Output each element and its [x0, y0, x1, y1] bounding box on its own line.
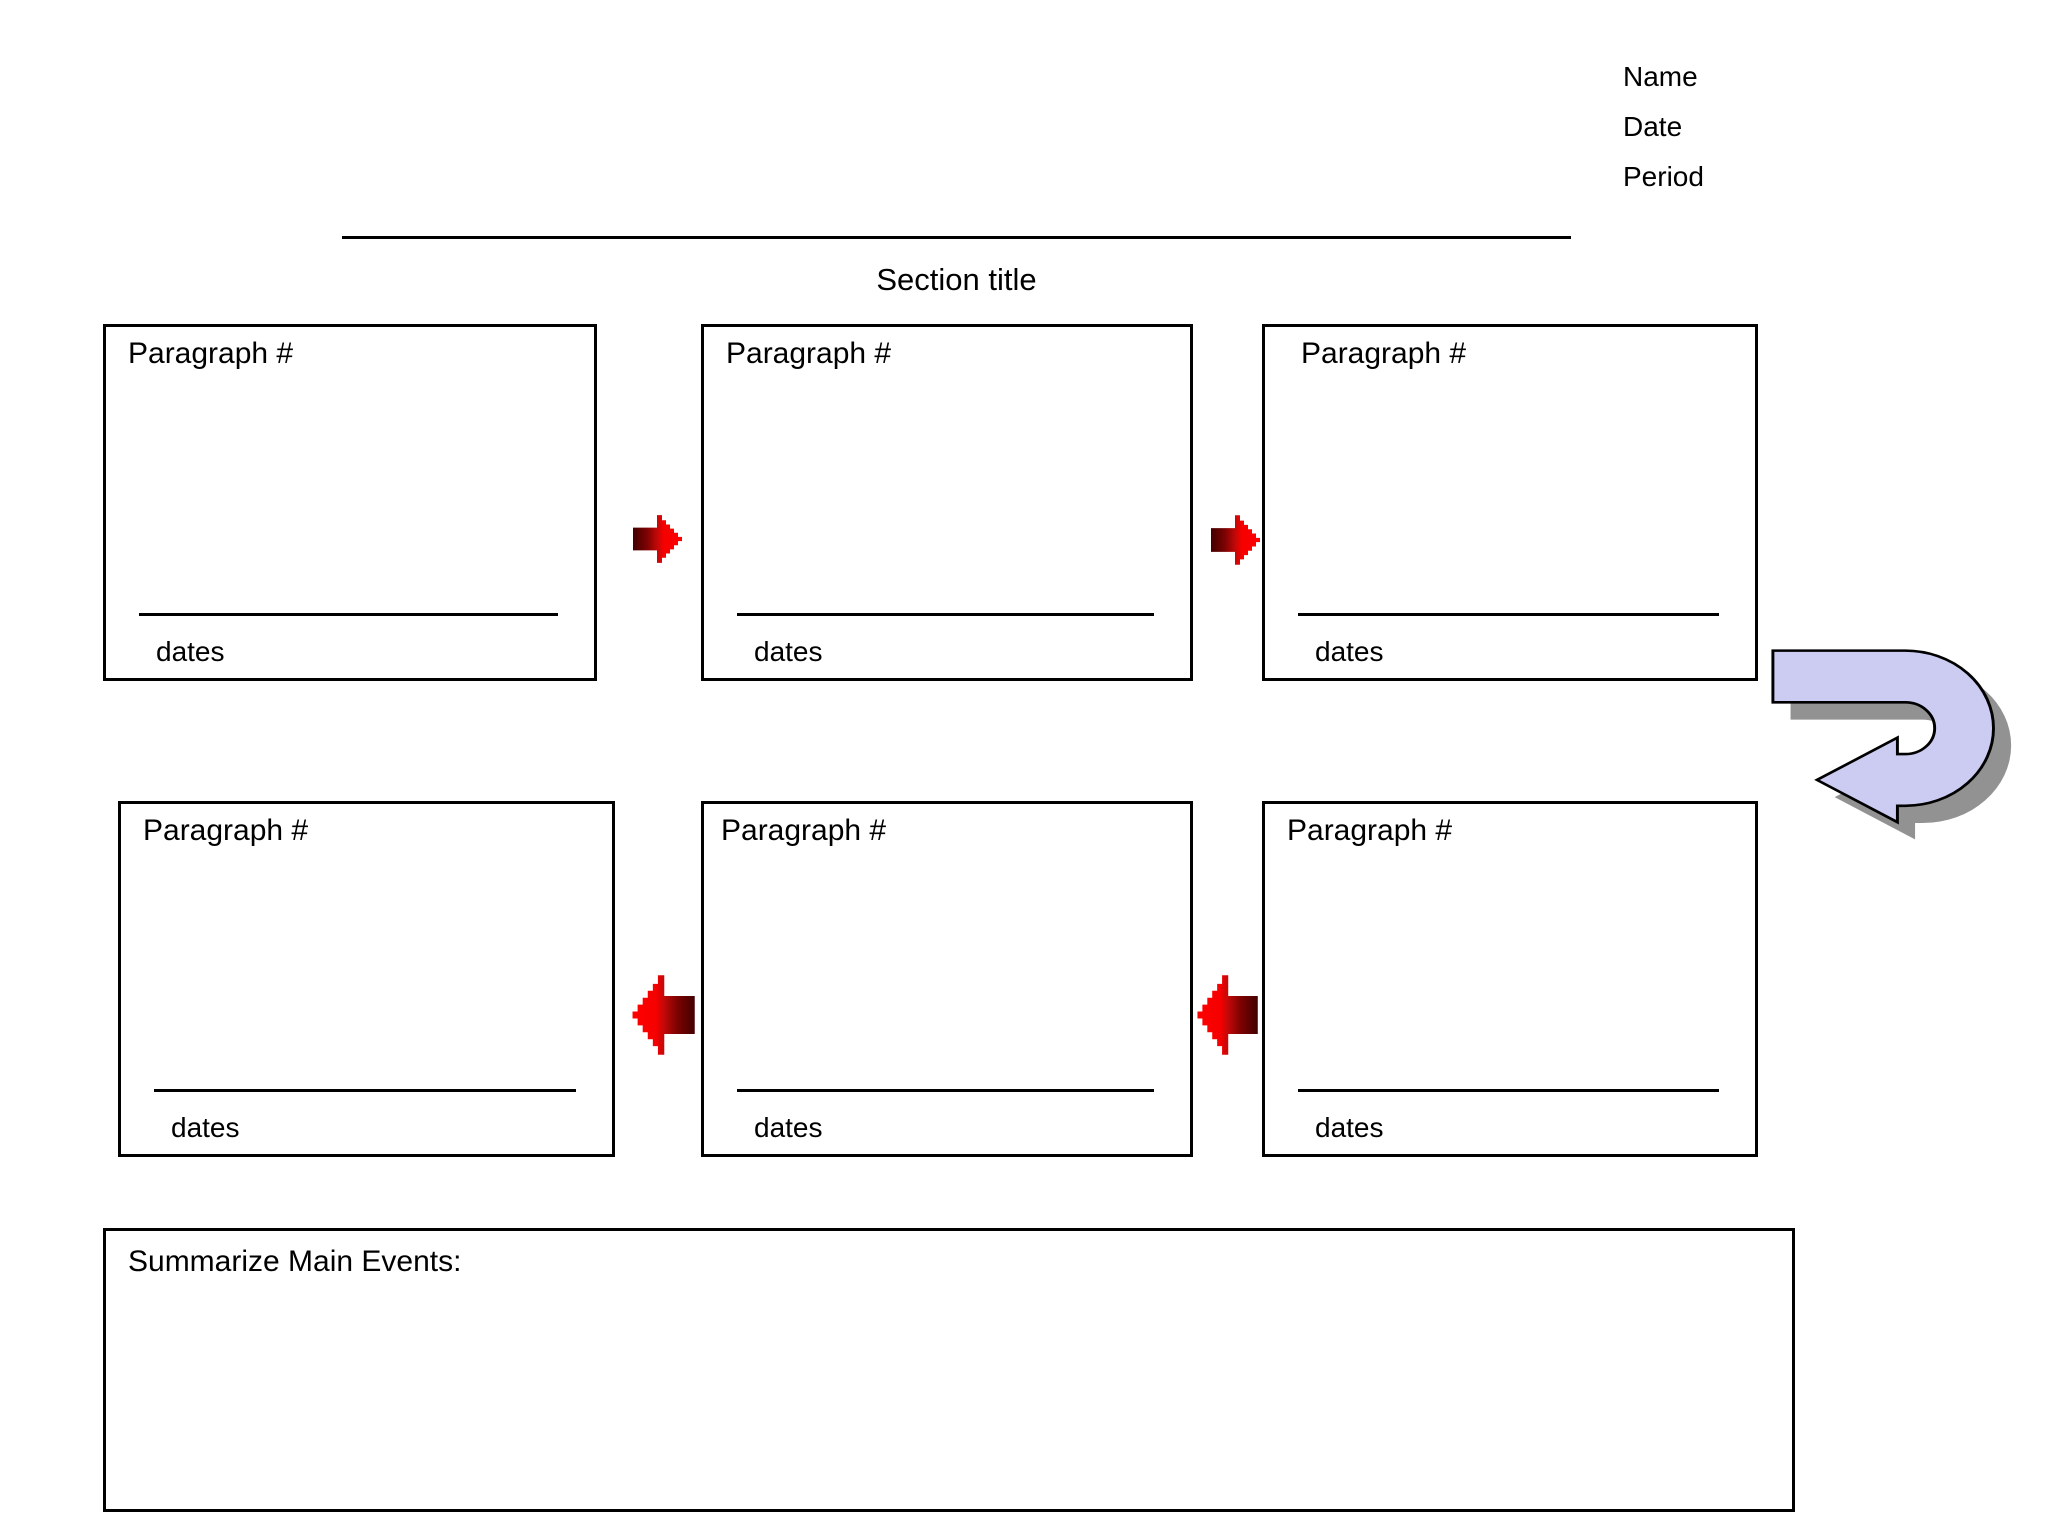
dates-blank-line[interactable] — [154, 1089, 576, 1092]
dates-label: dates — [754, 636, 823, 667]
dates-label: dates — [1315, 1112, 1384, 1143]
paragraph-number-label: Paragraph # — [128, 337, 294, 370]
paragraph-number-label: Paragraph # — [721, 814, 887, 847]
dates-label: dates — [1315, 636, 1384, 667]
dates-blank-line[interactable] — [737, 1089, 1154, 1092]
paragraph-number-label: Paragraph # — [726, 337, 892, 370]
paragraph-box-5[interactable]: Paragraph # dates — [701, 801, 1193, 1157]
paragraph-box-2[interactable]: Paragraph # dates — [701, 324, 1193, 681]
summary-box[interactable]: Summarize Main Events: — [103, 1228, 1795, 1512]
period-label: Period — [1623, 161, 1704, 192]
paragraph-number-label: Paragraph # — [1287, 814, 1453, 847]
left-arrow-icon — [632, 975, 695, 1055]
date-label: Date — [1623, 111, 1683, 142]
paragraph-box-1[interactable]: Paragraph # dates — [103, 324, 597, 681]
paragraph-number-label: Paragraph # — [143, 814, 309, 847]
paragraph-number-label: Paragraph # — [1301, 337, 1467, 370]
paragraph-box-6[interactable]: Paragraph # dates — [1262, 801, 1758, 1157]
dates-blank-line[interactable] — [1298, 1089, 1719, 1092]
dates-blank-line[interactable] — [1298, 613, 1719, 616]
dates-label: dates — [156, 636, 225, 667]
dates-blank-line[interactable] — [737, 613, 1154, 616]
left-arrow-icon — [1197, 975, 1258, 1055]
dates-label: dates — [754, 1112, 823, 1143]
right-arrow-icon — [633, 515, 682, 563]
right-arrow-icon — [1211, 515, 1260, 565]
dates-blank-line[interactable] — [139, 613, 558, 616]
u-turn-arrow-icon — [1771, 649, 2012, 840]
summary-label: Summarize Main Events: — [128, 1245, 462, 1278]
paragraph-box-3[interactable]: Paragraph # dates — [1262, 324, 1758, 681]
section-title: Section title — [876, 262, 1037, 297]
paragraph-box-4[interactable]: Paragraph # dates — [118, 801, 615, 1157]
name-label: Name — [1623, 61, 1698, 92]
section-title-blank-line[interactable] — [342, 236, 1571, 239]
dates-label: dates — [171, 1112, 240, 1143]
